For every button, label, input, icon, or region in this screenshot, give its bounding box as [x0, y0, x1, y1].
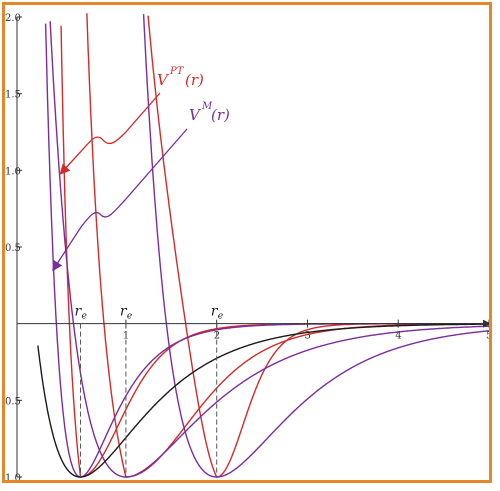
- label-vm-main: V: [189, 106, 202, 124]
- series-curve-m-4: [49, 21, 489, 478]
- y-tick-label-4: 0.5: [5, 396, 21, 407]
- ticks-layer: 123452.01.51.00.50.51.0: [5, 13, 489, 480]
- arrow-vpt: [59, 92, 161, 175]
- x-tick-label-4: 5: [486, 331, 489, 342]
- series-curve-other-6: [37, 323, 489, 478]
- re-sub-1: e: [127, 312, 132, 322]
- label-vm: V M (r): [189, 101, 230, 124]
- label-vm-tail: (r): [211, 106, 230, 124]
- series-curve-m-5: [142, 14, 489, 478]
- y-tick-label-2: 1.0: [5, 166, 21, 177]
- re-sub-2: e: [218, 312, 223, 322]
- re-label-1: r: [120, 304, 128, 320]
- x-tick-label-3: 4: [395, 331, 401, 342]
- re-label-2: r: [211, 304, 219, 320]
- label-vm-sup: M: [201, 101, 213, 112]
- y-tick-label-5: 1.0: [5, 473, 21, 480]
- re-sub-0: e: [82, 312, 87, 322]
- curves-layer: [37, 13, 489, 478]
- label-vpt: V PT (r): [157, 66, 204, 89]
- y-tick-label-3: 0.5: [5, 243, 21, 254]
- y-tick-label-0: 2.0: [5, 13, 21, 24]
- x-tick-label-2: 3: [304, 331, 310, 342]
- label-vpt-sup: PT: [169, 66, 185, 77]
- label-vpt-tail: (r): [185, 71, 204, 89]
- arrow-vm: [52, 128, 188, 272]
- series-curve-pt-0: [60, 25, 489, 478]
- series-curve-m-3: [44, 23, 489, 478]
- y-tick-label-1: 1.5: [5, 90, 21, 101]
- label-vpt-main: V: [157, 71, 170, 89]
- re-label-0: r: [75, 304, 83, 320]
